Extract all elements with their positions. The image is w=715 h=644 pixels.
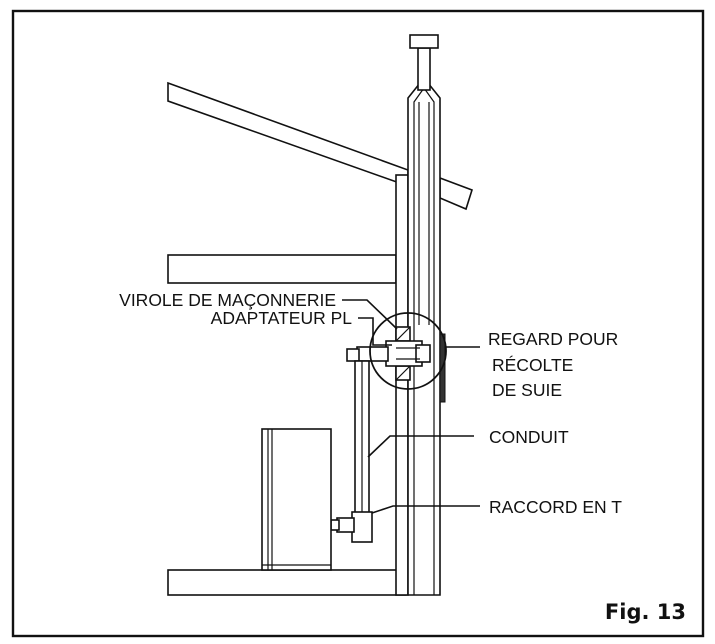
chimney-pipe-top	[417, 47, 431, 91]
label-pl-adapter: ADAPTATEUR PL	[211, 308, 353, 328]
pl-adapter-collar	[415, 344, 431, 363]
label-masonry-thimble: VIROLE DE MAÇONNERIE	[119, 290, 336, 310]
masonry-wall	[395, 174, 409, 596]
chimney-outer	[407, 76, 441, 596]
leader-conduit	[367, 435, 474, 458]
roof-rafter-end	[439, 176, 473, 211]
label-conduit: CONDUIT	[489, 427, 569, 447]
horizontal-pipe	[356, 346, 389, 362]
label-cleanout-3: DE SUIE	[492, 380, 562, 400]
label-tee: RACCORD EN T	[489, 497, 622, 517]
figure-label: Fig. 13	[605, 600, 686, 624]
leader-adapter	[358, 317, 392, 346]
tee-fitting	[351, 511, 373, 543]
chimney-liner-left	[413, 87, 425, 595]
chimney-liner-right	[423, 87, 435, 595]
tee-stub	[330, 519, 340, 531]
floor-slab-middle	[167, 254, 397, 284]
leader-thimble	[342, 299, 398, 330]
stove-body	[261, 428, 332, 571]
roof-slab	[167, 81, 409, 188]
detail-circle	[369, 312, 447, 390]
elbow-cap	[346, 348, 360, 362]
floor-slab-bottom	[167, 569, 407, 596]
figure-frame	[11, 9, 705, 638]
chimney-cap	[409, 34, 439, 49]
label-cleanout-2: RÉCOLTE	[492, 355, 573, 375]
label-cleanout-1: REGARD POUR	[488, 329, 618, 349]
leader-tee	[371, 505, 480, 514]
